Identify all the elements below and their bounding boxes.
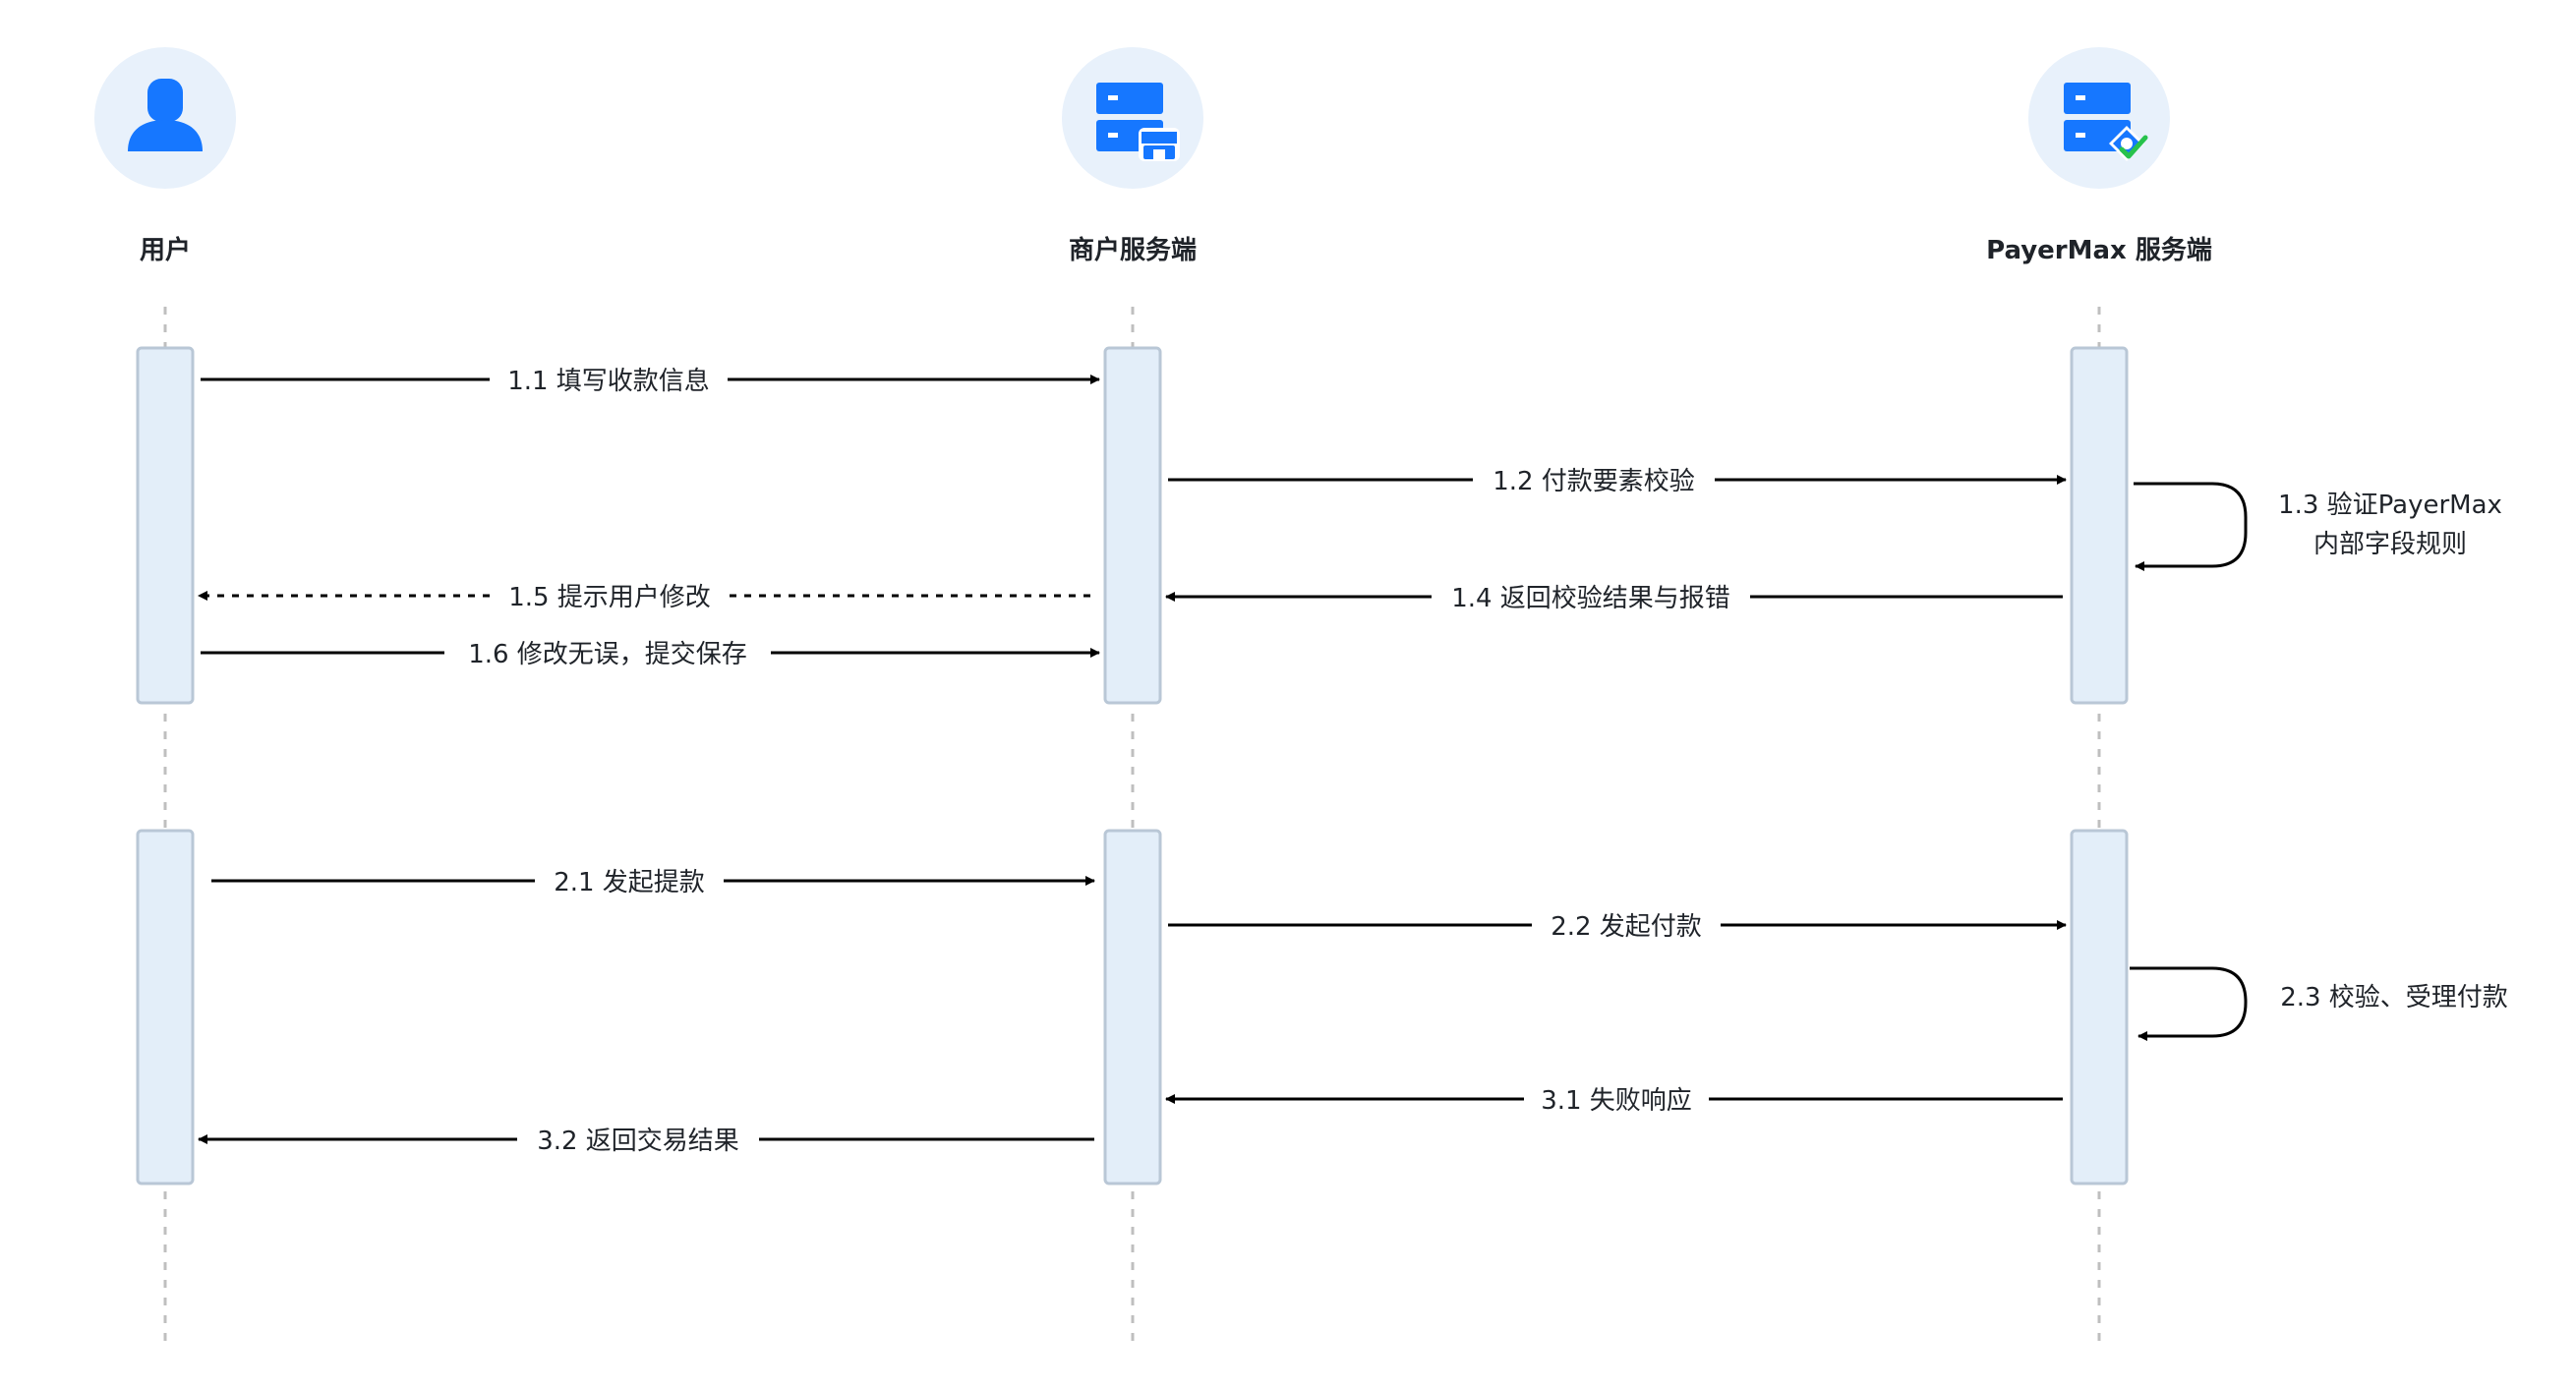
message-label-1-1: 1.1 填写收款信息 <box>507 367 710 396</box>
arrow-2-3-loop <box>2130 966 2248 1041</box>
message-label-1-5: 1.5 提示用户修改 <box>508 583 711 612</box>
payermax-server-icon <box>2064 83 2148 161</box>
message-label-1-3-line2: 内部字段规则 <box>2313 530 2467 559</box>
actor-label-payermax: PayerMax 服务端 <box>1986 236 2212 265</box>
activation-user-2 <box>136 829 195 1186</box>
actor-payermax <box>2028 47 2170 189</box>
merchant-icon-bg <box>1062 47 1203 189</box>
message-label-1-6: 1.6 修改无误，提交保存 <box>468 640 747 669</box>
actor-label-merchant: 商户服务端 <box>1069 235 1197 265</box>
message-label-2-3: 2.3 校验、受理付款 <box>2280 983 2508 1012</box>
message-label-1-4: 1.4 返回校验结果与报错 <box>1451 584 1730 613</box>
activation-merchant-2 <box>1103 829 1162 1186</box>
arrow-1-3-loop <box>2134 482 2248 571</box>
payermax-icon-bg <box>2028 47 2170 189</box>
user-icon <box>128 79 203 151</box>
activation-payermax-2 <box>2070 829 2129 1186</box>
activation-bars <box>136 346 2129 1186</box>
message-label-3-1: 3.1 失败响应 <box>1541 1086 1692 1116</box>
message-label-1-2: 1.2 付款要素校验 <box>1493 467 1695 496</box>
message-label-2-2: 2.2 发起付款 <box>1551 912 1702 942</box>
actor-label-user: 用户 <box>140 235 191 265</box>
actor-merchant <box>1062 47 1203 189</box>
activation-payermax-1 <box>2070 346 2129 705</box>
activation-user-1 <box>136 346 195 705</box>
merchant-server-icon <box>1096 83 1180 161</box>
activation-merchant-1 <box>1103 346 1162 705</box>
lifelines <box>163 307 2101 1342</box>
actor-user <box>94 47 236 189</box>
message-arrows <box>198 375 2248 1144</box>
message-label-1-3-line1: 1.3 验证PayerMax <box>2278 491 2502 520</box>
message-label-3-2: 3.2 返回交易结果 <box>537 1127 739 1156</box>
message-labels: 1.1 填写收款信息 1.2 付款要素校验 1.3 验证PayerMax 内部字… <box>468 367 2508 1156</box>
message-label-2-1: 2.1 发起提款 <box>554 868 705 897</box>
